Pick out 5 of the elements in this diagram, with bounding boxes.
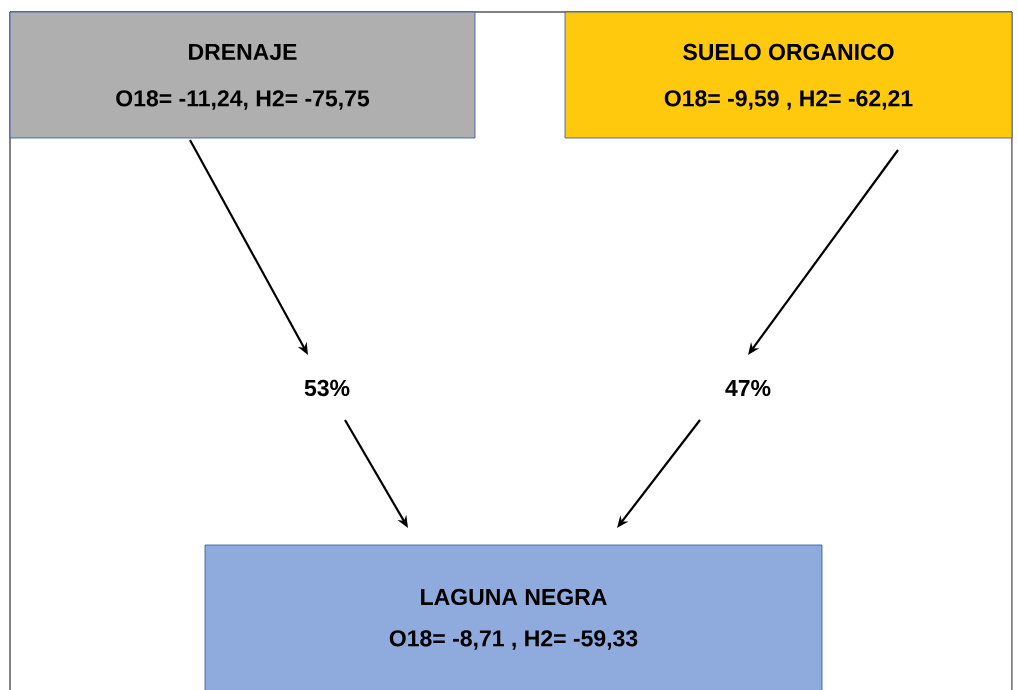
percentage-label: 47% (725, 379, 771, 397)
process-box: SUELO ORGANICO O18= -9,59 , H2= -62,21 (564, 11, 1013, 139)
process-box: LAGUNA NEGRA O18= -8,71 , H2= -59,33 (204, 544, 823, 690)
process-box: DRENAJE O18= -11,24, H2= -75,75 (9, 11, 476, 139)
percentage-label: 53% (304, 379, 350, 397)
